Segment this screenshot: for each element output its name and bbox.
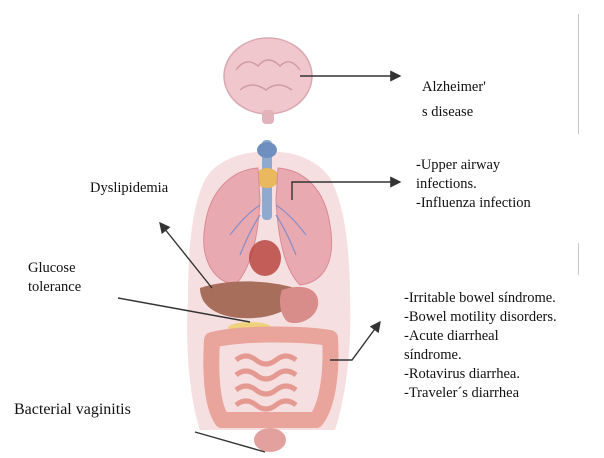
label-lungs-line-2: infections.	[416, 175, 531, 194]
label-lungs: -Upper airway infections. -Influenza inf…	[416, 156, 531, 213]
label-alzheimers-line-2: s disease	[422, 100, 486, 125]
label-gut-line-1: -Irritable bowel síndrome.	[404, 289, 557, 308]
label-glucose-tolerance: Glucose tolerance	[28, 259, 81, 297]
label-alzheimers-line-1: Alzheimer'	[422, 75, 486, 100]
brain-icon	[224, 38, 312, 124]
label-gut-line-2: -Bowel motility disorders.	[404, 308, 557, 327]
heart-icon	[249, 240, 281, 276]
label-gut-line-4: síndrome.	[404, 346, 557, 365]
label-glucose-line-2: tolerance	[28, 278, 81, 297]
label-bacterial-vaginitis: Bacterial vaginitis	[14, 400, 131, 419]
label-lungs-line-3: -Influenza infection	[416, 194, 531, 213]
label-alzheimers: Alzheimer' s disease	[422, 75, 486, 125]
label-lungs-line-1: -Upper airway	[416, 156, 531, 175]
bladder-icon	[254, 428, 286, 452]
label-gut-line-6: -Traveler´s diarrhea	[404, 384, 557, 403]
label-gut-disorders: -Irritable bowel síndrome. -Bowel motili…	[404, 289, 557, 403]
label-gut-line-3: -Acute diarrheal	[404, 327, 557, 346]
label-gut-line-5: -Rotavirus diarrhea.	[404, 365, 557, 384]
label-glucose-line-1: Glucose	[28, 259, 81, 278]
label-dyslipidemia: Dyslipidemia	[90, 179, 168, 198]
